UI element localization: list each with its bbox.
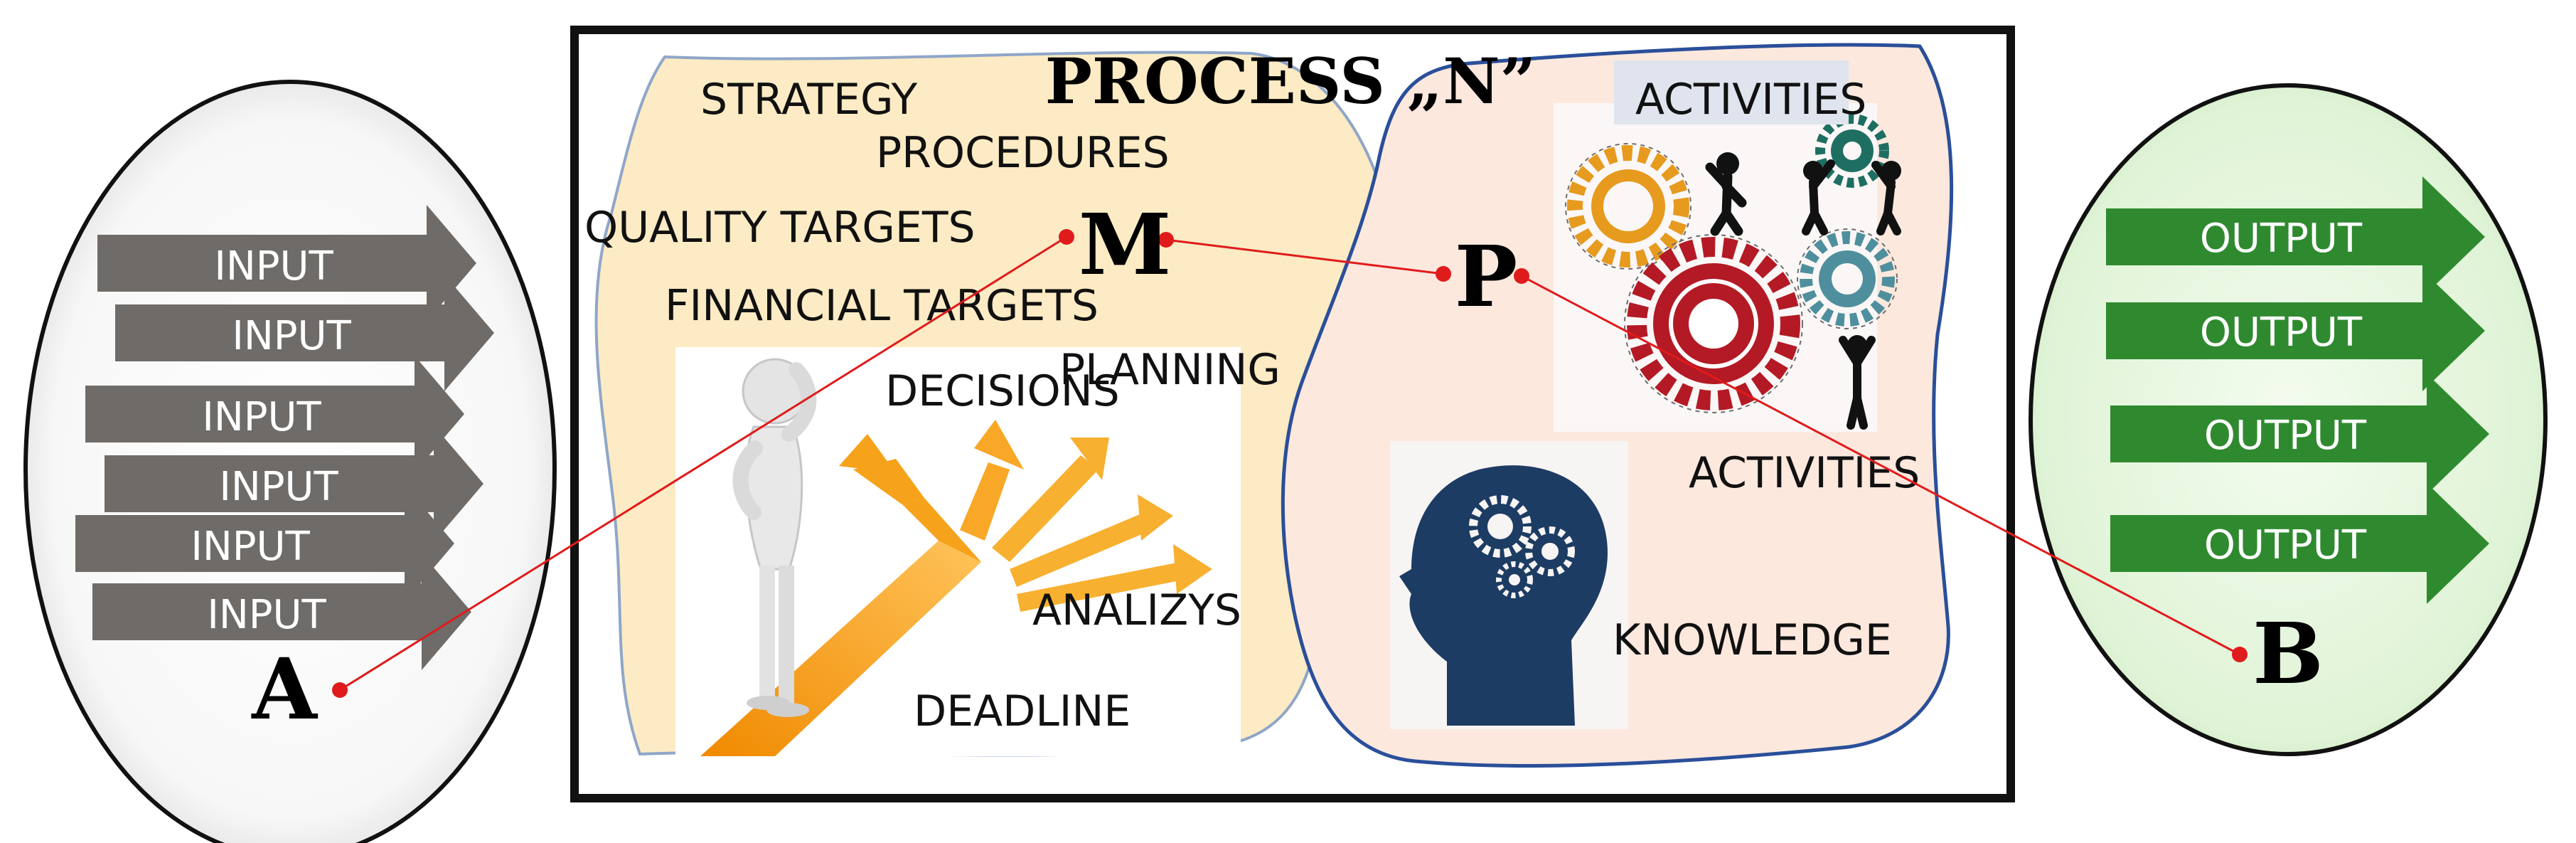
input-arrow: INPUT [97, 205, 476, 322]
activities-top-label: ACTIVITIES [1635, 75, 1866, 124]
planning-label: PLANNING [1059, 345, 1281, 395]
strategy-label: STRATEGY [700, 75, 917, 124]
input-label: INPUT [214, 243, 333, 290]
activities-highlight [1614, 60, 1849, 124]
node-m: M [1079, 195, 1172, 294]
output-arrow: OUTPUT [2106, 176, 2485, 297]
output-arrow: OUTPUT [2110, 483, 2489, 604]
output-label: OUTPUT [2200, 309, 2363, 356]
input-arrow: INPUT [105, 425, 483, 542]
procedures-label: PROCEDURES [876, 128, 1170, 178]
input-arrow: INPUT [92, 553, 471, 670]
connectors [339, 235, 2240, 691]
output-arrows: OUTPUT OUTPUT OUTPUT OUTPUT [2106, 176, 2489, 604]
input-label: INPUT [202, 394, 321, 440]
activities-bottom-label: ACTIVITIES [1689, 448, 1920, 498]
connector-m-p [1165, 238, 1444, 275]
node-a: A [251, 640, 318, 738]
connector-a-m [339, 235, 1067, 691]
output-arrow: OUTPUT [2106, 270, 2485, 391]
input-arrow: INPUT [115, 275, 494, 391]
input-arrow: INPUT [85, 356, 464, 472]
input-label: INPUT [219, 464, 338, 510]
process-title: PROCESS „N” [1045, 44, 1536, 118]
quality-targets-label: QUALITY TARGETS [584, 203, 976, 253]
connector-p-b [1521, 275, 2240, 656]
node-b: B [2252, 604, 2324, 703]
output-label: OUTPUT [2204, 522, 2367, 568]
output-label: OUTPUT [2200, 216, 2363, 262]
input-label: INPUT [207, 592, 326, 638]
deadline-label: DEADLINE [914, 686, 1131, 736]
knowledge-label: KNOWLEDGE [1613, 615, 1892, 665]
analizys-label: ANALIZYS [1032, 585, 1241, 635]
input-arrow: INPUT [75, 485, 454, 602]
input-label: INPUT [191, 524, 310, 570]
financial-targets-label: FINANCIAL TARGETS [665, 281, 1099, 331]
output-label: OUTPUT [2204, 413, 2367, 459]
decisions-label: DECISIONS [885, 366, 1120, 416]
thinking-person-icon [675, 347, 1241, 756]
input-arrows: INPUT INPUT INPUT INPUT INPUT INPUT [75, 205, 494, 670]
connector-dots [332, 229, 2248, 698]
output-arrow: OUTPUT [2110, 373, 2489, 494]
gears-teamwork-icon [1554, 103, 1901, 432]
node-p: P [1455, 227, 1518, 326]
input-label: INPUT [232, 313, 351, 359]
brain-head-icon [1390, 441, 1628, 729]
